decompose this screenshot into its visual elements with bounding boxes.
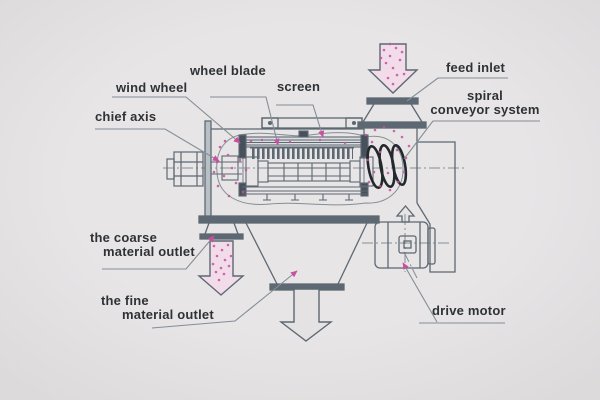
- leader-coarse-outlet: [102, 235, 215, 270]
- leader-spiral-conveyor: [403, 120, 540, 160]
- label-spiral-line2: conveyor system: [430, 102, 540, 117]
- leader-fine-outlet: [151, 270, 298, 329]
- collection-funnel: [245, 222, 368, 291]
- shaft-end-pulley: [166, 151, 204, 187]
- label-chief-axis: chief axis: [95, 109, 157, 124]
- wheel-blade-comb: [250, 147, 354, 159]
- leader-drive-motor: [402, 262, 438, 323]
- base-frame: [198, 215, 380, 224]
- leader-lines: [95, 77, 540, 329]
- label-coarse-line1: the coarse: [90, 230, 158, 245]
- label-fine-material-outlet: the fine material outlet: [101, 294, 214, 322]
- label-spiral-line1: spiral: [467, 88, 503, 103]
- label-wind-wheel: wind wheel: [116, 80, 188, 95]
- particle-dots: [211, 42, 411, 282]
- label-fine-line1: the fine: [101, 293, 149, 308]
- leader-chief-axis: [95, 128, 220, 162]
- lower-band: [242, 186, 368, 201]
- label-fine-line2: material outlet: [122, 307, 214, 322]
- spiral-conveyor-coil: [366, 143, 408, 190]
- motor-up-arrow: [395, 204, 416, 223]
- coarse-outlet-duct: [199, 222, 244, 240]
- drum-internals: [211, 130, 374, 201]
- label-coarse-material-outlet: the coarse material outlet: [90, 231, 195, 259]
- leader-wind-wheel: [112, 96, 241, 144]
- top-cover-plate: [261, 117, 363, 129]
- label-wheel-blade: wheel blade: [190, 63, 266, 78]
- chief-axis-shaft: [211, 155, 374, 187]
- left-wall: [204, 120, 212, 218]
- label-spiral-conveyor-system: spiral conveyor system: [428, 89, 542, 117]
- leader-screen: [276, 104, 325, 138]
- label-feed-inlet: feed inlet: [446, 60, 506, 75]
- feed-hopper: [357, 97, 427, 203]
- label-screen: screen: [277, 79, 321, 94]
- label-drive-motor: drive motor: [432, 303, 506, 318]
- machine-casing: [198, 97, 456, 291]
- leader-wheel-blade: [210, 96, 280, 146]
- leader-feed-inlet: [406, 77, 508, 102]
- right-housing: [416, 141, 456, 273]
- label-coarse-line2: material outlet: [103, 244, 195, 259]
- flow-arrows: [197, 43, 419, 342]
- drive-motor: [374, 204, 436, 269]
- fine-outlet-arrow: [278, 288, 334, 342]
